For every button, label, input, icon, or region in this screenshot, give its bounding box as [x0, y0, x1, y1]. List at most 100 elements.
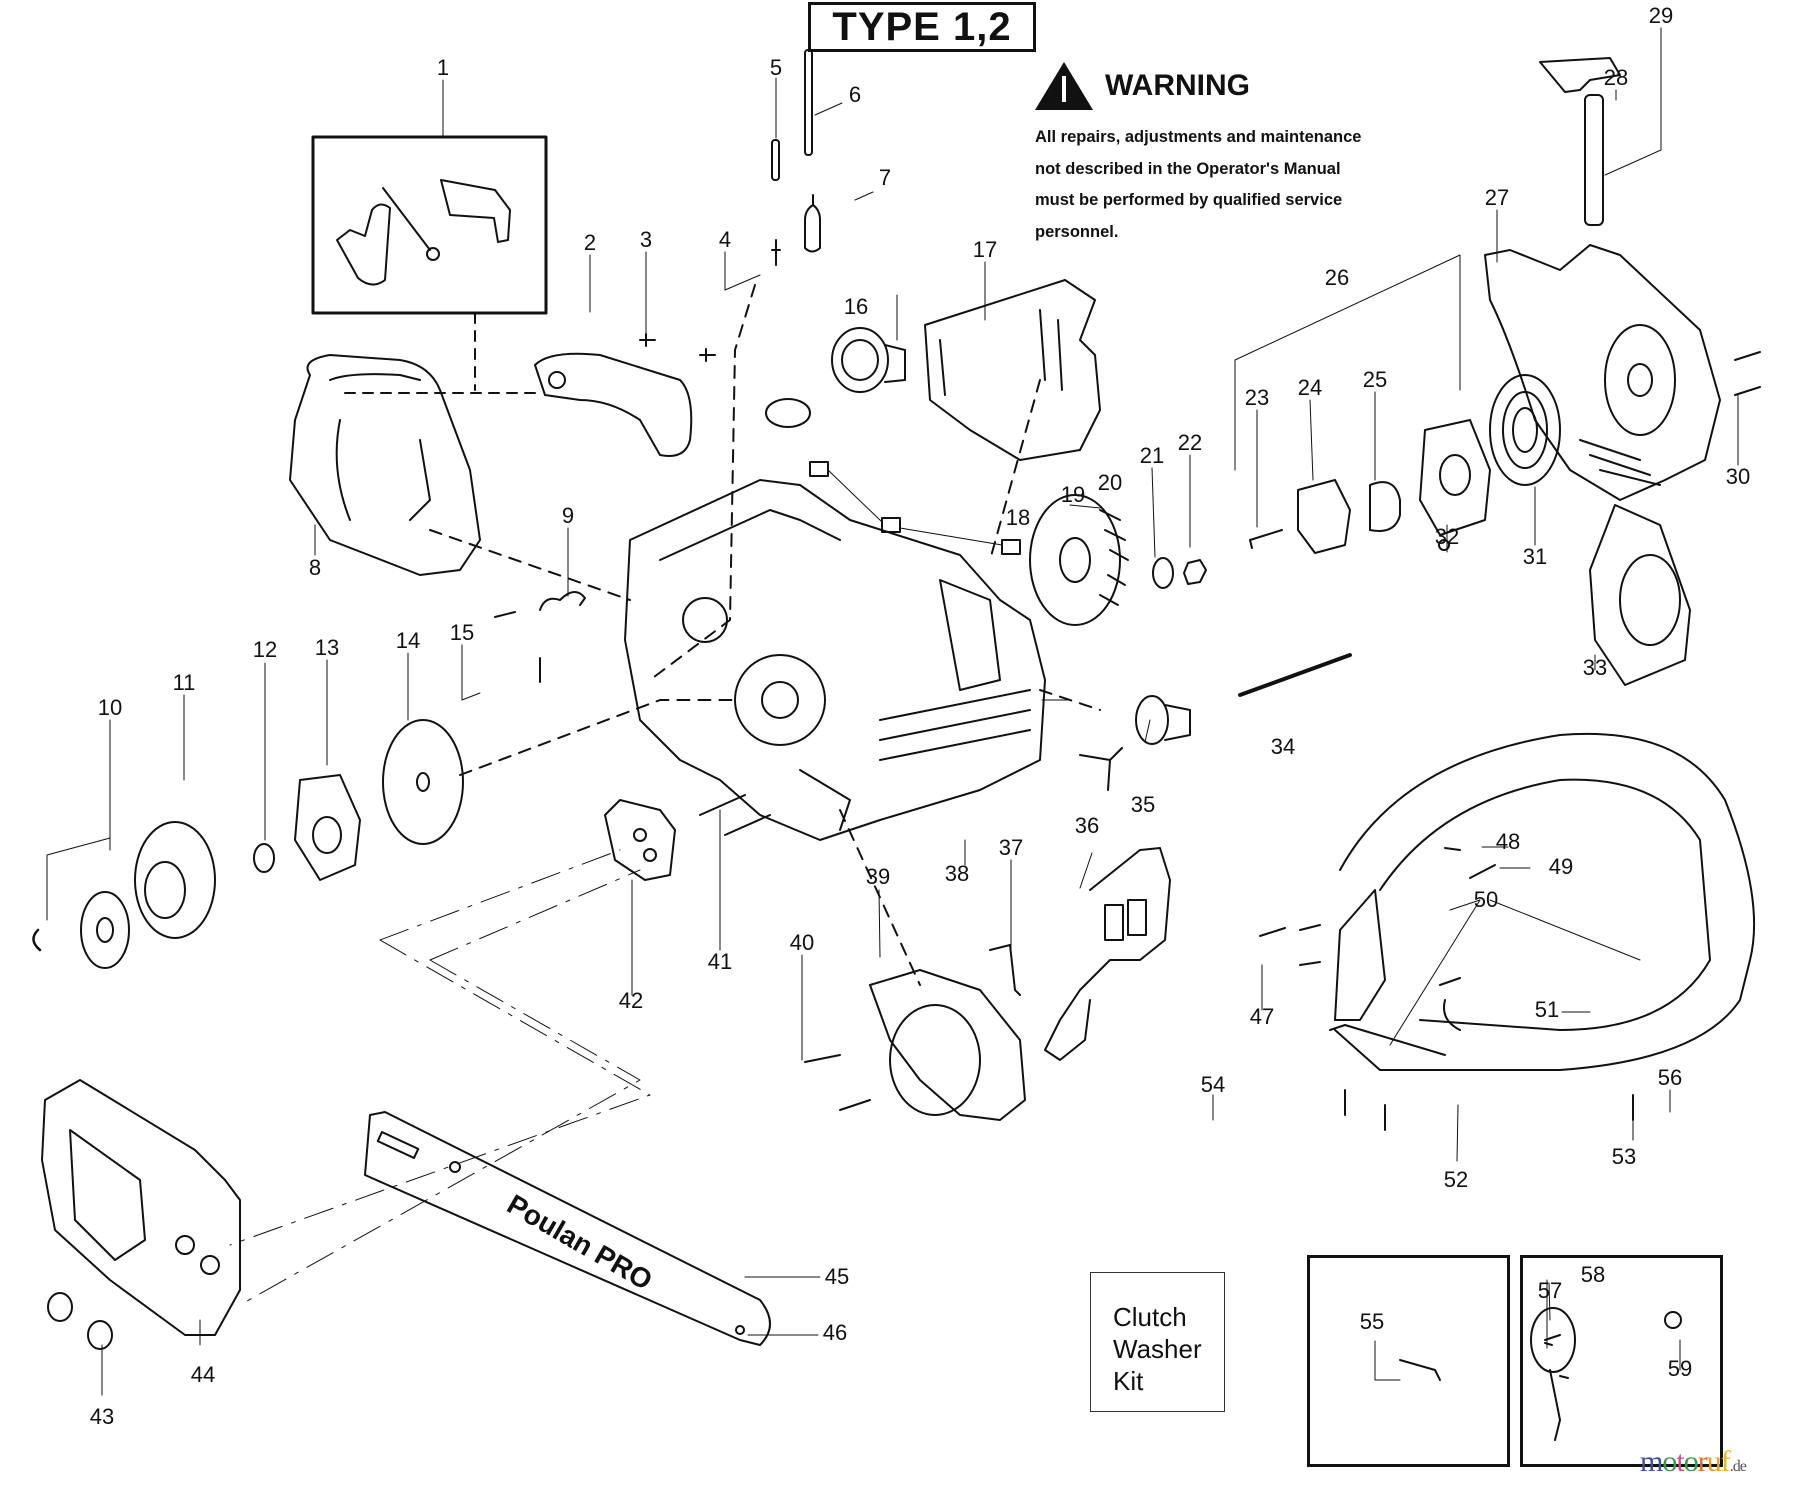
part-label-56: 56	[1657, 1065, 1683, 1090]
part-label-52: 52	[1443, 1167, 1469, 1192]
part-label-7: 7	[878, 165, 892, 190]
warning-line: personnel.	[1035, 222, 1119, 241]
oil-pump-parts	[1399, 1307, 1682, 1441]
part-label-28: 28	[1603, 65, 1629, 90]
warning-triangle-icon	[1035, 62, 1093, 110]
part-label-59: 59	[1667, 1356, 1693, 1381]
front-handle	[1329, 732, 1756, 1071]
part-label-34: 34	[1270, 734, 1296, 759]
part-label-55: 55	[1359, 1309, 1385, 1334]
part-label-46: 46	[822, 1320, 848, 1345]
watermark-letter: m	[1640, 1445, 1663, 1478]
spring-37	[989, 944, 1021, 996]
chain-brake-handle	[1044, 847, 1171, 1061]
clutch-parts	[32, 719, 464, 969]
part-label-24: 24	[1297, 375, 1323, 400]
part-label-48: 48	[1495, 829, 1521, 854]
cylinder-shield	[924, 279, 1101, 461]
part-label-3: 3	[639, 227, 653, 252]
part-label-12: 12	[252, 637, 278, 662]
starter-housing	[1484, 244, 1721, 501]
part-label-19: 19	[1060, 482, 1086, 507]
watermark-letter: o	[1683, 1445, 1699, 1478]
fuel-cap	[765, 327, 906, 428]
bar-alignment-lines	[229, 849, 651, 1306]
part-label-18: 18	[1005, 505, 1031, 530]
part-label-54: 54	[1200, 1072, 1226, 1097]
part-label-47: 47	[1249, 1004, 1275, 1029]
watermark-letter: t	[1676, 1445, 1684, 1478]
part-label-38: 38	[944, 861, 970, 886]
assembly-lines	[429, 284, 1101, 986]
part-label-2: 2	[583, 230, 597, 255]
watermark-letter: f	[1720, 1445, 1731, 1478]
part-label-58: 58	[1580, 1262, 1606, 1287]
part-label-23: 23	[1244, 385, 1270, 410]
part-label-43: 43	[89, 1404, 115, 1429]
part-label-8: 8	[308, 555, 322, 580]
guide-bar	[364, 1111, 771, 1346]
part-label-25: 25	[1362, 367, 1388, 392]
screws-40-41	[699, 794, 871, 1111]
part-label-13: 13	[314, 635, 340, 660]
part-label-31: 31	[1522, 544, 1548, 569]
part-label-35: 35	[1130, 792, 1156, 817]
part-label-20: 20	[1097, 470, 1123, 495]
nuts-43	[47, 1292, 113, 1350]
poulan-pro-logo: Poulan PRO	[502, 1188, 658, 1296]
part-label-5: 5	[769, 55, 783, 80]
crankcase	[624, 479, 1046, 841]
watermark-letter: o	[1662, 1445, 1677, 1478]
warning-title: WARNING	[1105, 69, 1250, 102]
part-label-22: 22	[1177, 430, 1203, 455]
part-label-11: 11	[172, 670, 196, 695]
starter-handle	[1539, 57, 1621, 226]
part-label-42: 42	[618, 988, 644, 1013]
flywheel	[1029, 494, 1129, 626]
rear-handle	[289, 354, 481, 576]
rod-34	[1238, 653, 1352, 697]
part-label-27: 27	[1484, 185, 1510, 210]
warning-text: All repairs, adjustments and maintenance…	[1035, 122, 1415, 248]
part-label-6: 6	[848, 82, 862, 107]
part-label-41: 41	[707, 949, 733, 974]
starter-pulley-assembly	[1234, 254, 1491, 554]
type-label-box: TYPE 1,2	[808, 2, 1036, 52]
part-label-4: 4	[718, 227, 732, 252]
part-label-40: 40	[789, 930, 815, 955]
part-label-51: 51	[1534, 997, 1560, 1022]
part-label-44: 44	[190, 1362, 216, 1387]
warning-line: must be performed by qualified service	[1035, 191, 1343, 209]
watermark-motoruf: motoruf.de	[1640, 1445, 1747, 1479]
inset-box-55	[1307, 1255, 1510, 1467]
screws-15-spring-9	[494, 591, 586, 683]
part-label-16: 16	[843, 294, 869, 319]
leader-lines	[46, 27, 1739, 1396]
screws-3	[639, 333, 716, 362]
front-handle-fasteners	[1259, 847, 1634, 1131]
watermark-letter: r	[1697, 1445, 1708, 1478]
part-label-39: 39	[865, 864, 891, 889]
washer-21	[1152, 557, 1174, 589]
part-label-50: 50	[1473, 887, 1499, 912]
part-label-33: 33	[1582, 655, 1608, 680]
part-label-29: 29	[1648, 3, 1674, 28]
part-label-49: 49	[1548, 854, 1574, 879]
warning-line: All repairs, adjustments and maintenance	[1035, 128, 1362, 146]
watermark-suffix: .de	[1729, 1458, 1747, 1475]
kit-line: Kit	[1113, 1366, 1144, 1396]
warning-line: not described in the Operator's Manual	[1035, 159, 1341, 178]
warning-notice: WARNING All repairs, adjustments and mai…	[1035, 62, 1415, 248]
type-label: TYPE 1,2	[832, 4, 1012, 49]
clips-18	[809, 461, 1021, 555]
pins-5-6-7	[771, 49, 821, 266]
kit-line: Clutch	[1113, 1302, 1187, 1332]
part-label-14: 14	[395, 628, 421, 653]
inset-box-56	[1520, 1255, 1723, 1467]
part-label-10: 10	[97, 695, 123, 720]
part-label-36: 36	[1074, 813, 1100, 838]
bar-cover	[41, 1079, 241, 1336]
brake-band-assembly	[869, 969, 1026, 1121]
